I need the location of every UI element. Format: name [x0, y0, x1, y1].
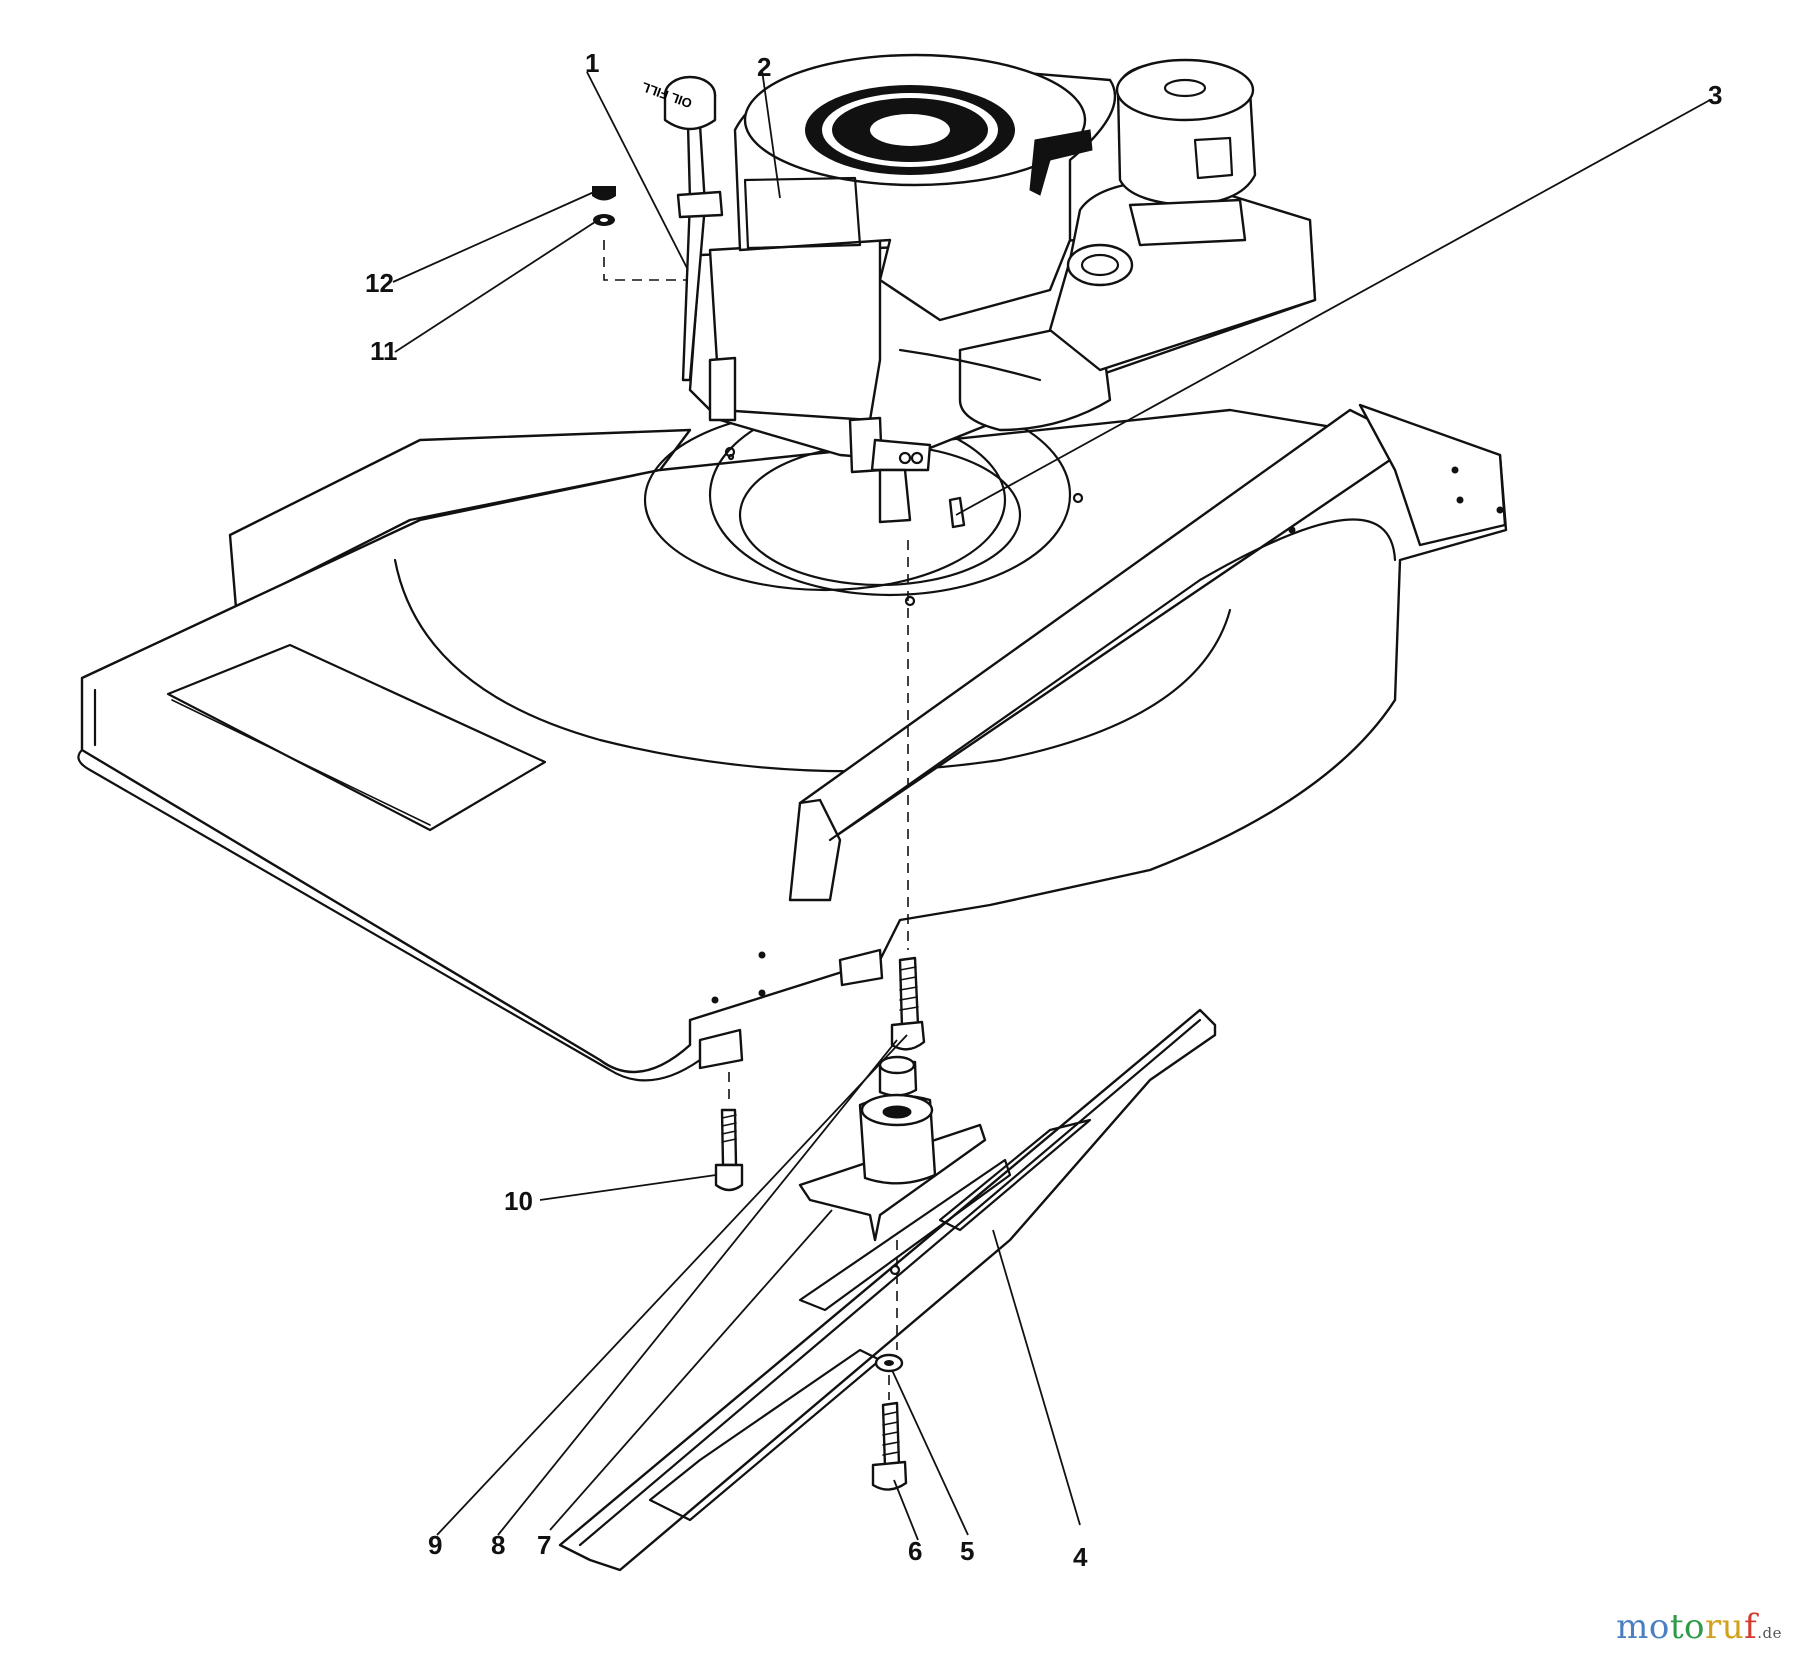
flywheel-screen: [805, 85, 1015, 175]
callout-10: 10: [504, 1186, 533, 1216]
engine-assembly: OIL FILL: [640, 53, 1317, 474]
callout-3: 3: [1708, 80, 1722, 110]
bolt-part-10: [714, 1108, 744, 1192]
blade-key: [948, 496, 966, 529]
callout-labels: 1 2 3 4 5 6 7 8 9 10 11 12: [365, 48, 1722, 1572]
callout-8: 8: [491, 1530, 505, 1560]
callout-11: 11: [370, 336, 398, 366]
nut-part-12: [592, 186, 616, 201]
callout-9: 9: [428, 1530, 442, 1560]
callout-5: 5: [960, 1536, 974, 1566]
leader-lines: [392, 69, 1711, 1541]
spacer: [878, 1055, 918, 1097]
callout-2: 2: [757, 52, 771, 82]
mower-deck: [77, 393, 1508, 1082]
callout-1: 1: [585, 48, 599, 78]
assembly-center-lines: [603, 240, 909, 1400]
motoruf-watermark: motoruf.de: [1616, 1607, 1782, 1647]
bolt-part-6: [871, 1401, 908, 1491]
callout-4: 4: [1073, 1542, 1088, 1572]
blade-adapter-part-7: [798, 1093, 987, 1242]
crankshaft: [878, 468, 912, 524]
blade-bolt-upper: [890, 956, 926, 1051]
callout-7: 7: [537, 1530, 551, 1560]
blade-part-4: [558, 1008, 1217, 1572]
washer-part-5: [874, 1353, 904, 1373]
callout-6: 6: [908, 1536, 922, 1566]
washer-part-11: [593, 214, 615, 226]
callout-12: 12: [365, 268, 394, 298]
